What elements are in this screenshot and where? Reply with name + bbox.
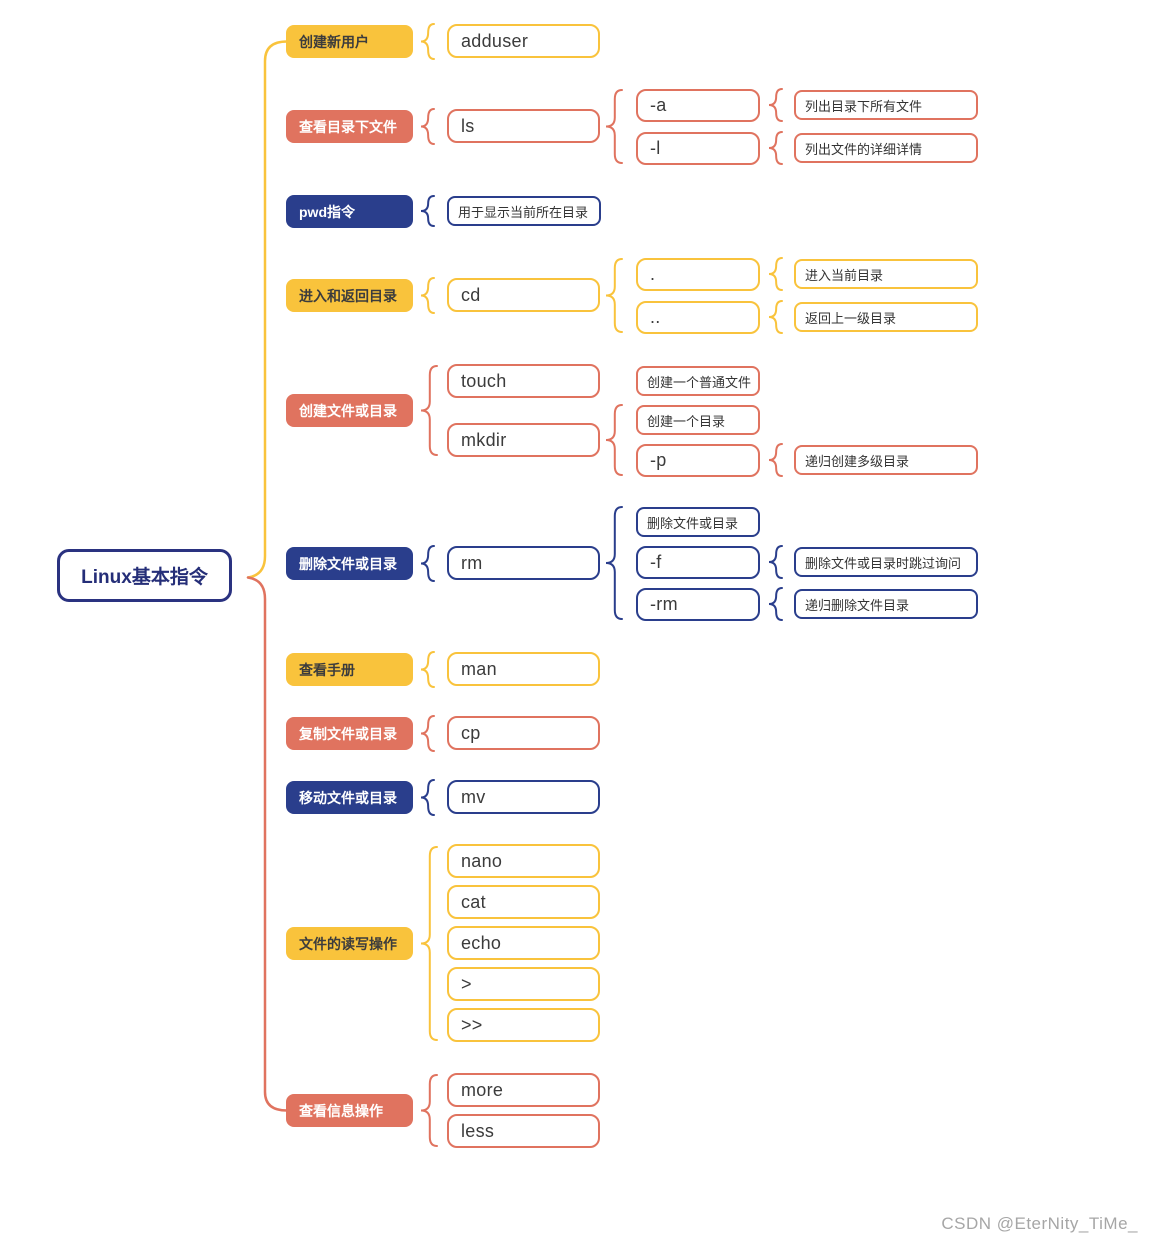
brace-connector	[768, 257, 783, 291]
desc-pwd: 用于显示当前所在目录	[447, 196, 601, 226]
branch-create-new-user: 创建新用户	[286, 25, 413, 58]
brace-connector	[420, 846, 438, 1041]
opt-cd-dot: .	[636, 258, 760, 291]
cmd-cat: cat	[447, 885, 600, 919]
desc-cd-dotdot: 返回上一级目录	[794, 302, 978, 332]
cmd-mv: mv	[447, 780, 600, 814]
opt-ls-l: -l	[636, 132, 760, 165]
brace-connector	[420, 651, 435, 688]
cmd-rm: rm	[447, 546, 600, 580]
root-topic: Linux基本指令	[57, 549, 232, 602]
branch-move-file-dir: 移动文件或目录	[286, 781, 413, 814]
opt-rm-rm: -rm	[636, 588, 760, 621]
brace-connector	[605, 506, 623, 620]
cmd-less: less	[447, 1114, 600, 1148]
cmd-nano: nano	[447, 844, 600, 878]
cmd-cd: cd	[447, 278, 600, 312]
desc-ls-a: 列出目录下所有文件	[794, 90, 978, 120]
desc-ls-l: 列出文件的详细详情	[794, 133, 978, 163]
desc-touch: 创建一个普通文件	[636, 366, 760, 396]
branch-file-read-write: 文件的读写操作	[286, 927, 413, 960]
branch-view-manual: 查看手册	[286, 653, 413, 686]
brace-connector	[420, 195, 435, 227]
brace-connector	[605, 404, 623, 476]
root-branch-connector-bottom	[246, 576, 289, 1112]
cmd-mkdir: mkdir	[447, 423, 600, 457]
brace-connector	[768, 587, 783, 621]
brace-connector	[768, 131, 783, 165]
brace-connector	[768, 300, 783, 334]
opt-cd-dotdot: ..	[636, 301, 760, 334]
cmd-more: more	[447, 1073, 600, 1107]
desc-rm-rm: 递归删除文件目录	[794, 589, 978, 619]
cmd-adduser: adduser	[447, 24, 600, 58]
desc-rm: 删除文件或目录	[636, 507, 760, 537]
desc-rm-f: 删除文件或目录时跳过询问	[794, 547, 978, 577]
opt-ls-a: -a	[636, 89, 760, 122]
branch-copy-file-dir: 复制文件或目录	[286, 717, 413, 750]
brace-connector	[420, 779, 435, 816]
cmd-redirect: >	[447, 967, 600, 1001]
brace-connector	[768, 443, 783, 477]
brace-connector	[420, 23, 435, 60]
opt-rm-f: -f	[636, 546, 760, 579]
brace-connector	[420, 715, 435, 752]
branch-create-file-dir: 创建文件或目录	[286, 394, 413, 427]
brace-connector	[605, 258, 623, 333]
brace-connector	[768, 88, 783, 122]
branch-view-info: 查看信息操作	[286, 1094, 413, 1127]
brace-connector	[420, 277, 435, 314]
brace-connector	[768, 545, 783, 579]
brace-connector	[420, 108, 435, 145]
desc-mkdir-p: 递归创建多级目录	[794, 445, 978, 475]
cmd-echo: echo	[447, 926, 600, 960]
branch-list-dir-files: 查看目录下文件	[286, 110, 413, 143]
branch-delete-file-dir: 删除文件或目录	[286, 547, 413, 580]
cmd-ls: ls	[447, 109, 600, 143]
desc-cd-dot: 进入当前目录	[794, 259, 978, 289]
brace-connector	[605, 89, 623, 164]
desc-mkdir: 创建一个目录	[636, 405, 760, 435]
branch-enter-return-dir: 进入和返回目录	[286, 279, 413, 312]
opt-mkdir-p: -p	[636, 444, 760, 477]
brace-connector	[420, 365, 438, 456]
cmd-man: man	[447, 652, 600, 686]
brace-connector	[420, 1074, 438, 1147]
cmd-cp: cp	[447, 716, 600, 750]
branch-pwd-command: pwd指令	[286, 195, 413, 228]
watermark: CSDN @EterNity_TiMe_	[941, 1214, 1138, 1233]
root-branch-connector-top	[246, 40, 289, 579]
cmd-redirect-append: >>	[447, 1008, 600, 1042]
brace-connector	[420, 545, 435, 582]
cmd-touch: touch	[447, 364, 600, 398]
